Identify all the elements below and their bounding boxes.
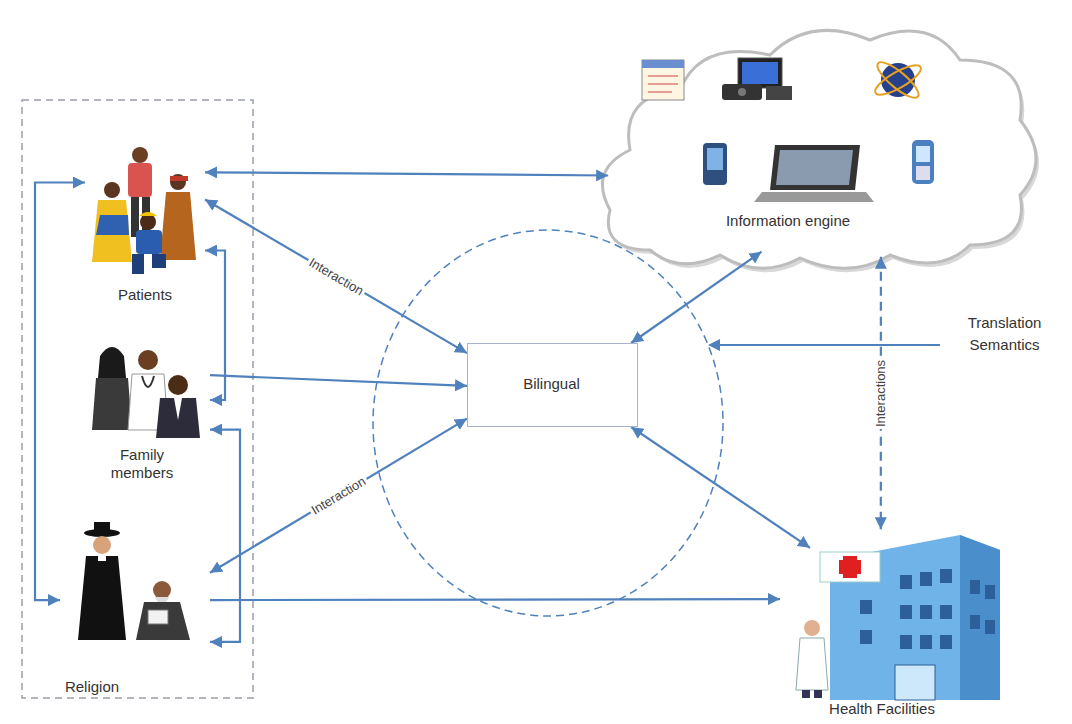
family-figures xyxy=(92,347,200,438)
connector xyxy=(210,375,467,386)
node-label: Health Facilities xyxy=(782,700,982,718)
information-cloud: Information engine xyxy=(598,18,1040,272)
computer-icon xyxy=(722,58,792,100)
connector xyxy=(631,252,761,343)
translation-arrowhead xyxy=(708,339,720,351)
globe-icon xyxy=(871,57,924,103)
phone-icon xyxy=(912,140,934,184)
religion-figures xyxy=(78,522,190,640)
connector xyxy=(205,200,467,354)
bilingual-ellipse xyxy=(373,230,723,616)
connector xyxy=(205,251,225,401)
node-label: Bilingual xyxy=(477,375,627,393)
patients-group: Patients xyxy=(85,140,205,310)
connector xyxy=(35,183,85,601)
connector xyxy=(205,172,608,175)
religion-group: Religion xyxy=(60,520,210,702)
pda-icon xyxy=(703,143,727,185)
hospital-building xyxy=(820,535,1000,700)
edge-label: Interaction xyxy=(304,253,367,299)
connector xyxy=(210,419,467,573)
group-frame xyxy=(22,100,253,698)
translation-arrow xyxy=(716,344,940,346)
node-label: Information engine xyxy=(688,212,888,230)
laptop-icon xyxy=(754,145,874,202)
bilingual-box: Bilingual xyxy=(467,343,638,427)
connector xyxy=(631,427,810,548)
edge-label: Interaction xyxy=(307,473,370,519)
connector xyxy=(210,430,240,642)
patients-figures xyxy=(92,147,196,274)
doctor-figure xyxy=(796,620,828,698)
calendar-icon xyxy=(642,60,684,100)
node-label: Family members xyxy=(92,446,192,482)
cloud-shape xyxy=(602,30,1039,272)
translation-label: Translation Semantics xyxy=(942,312,1067,356)
node-label: Patients xyxy=(90,286,200,304)
edge-label: Interactions xyxy=(873,357,888,428)
health-facility: Health Facilities xyxy=(780,515,1020,720)
node-label: Religion xyxy=(52,678,132,696)
connector xyxy=(210,599,780,600)
family-group: Family members xyxy=(80,340,210,500)
